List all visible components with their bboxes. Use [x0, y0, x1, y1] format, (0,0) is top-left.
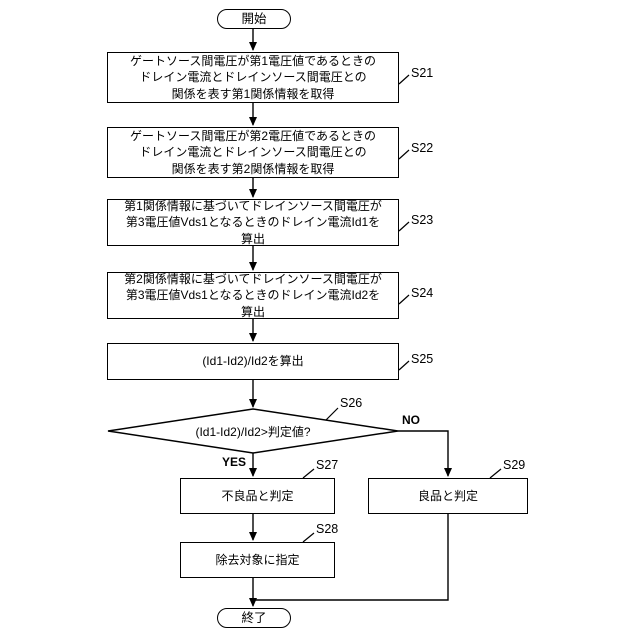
process-box-s24: 第2関係情報に基づいてドレインソース間電圧が 第3電圧値Vds1となるときのドレ…: [107, 272, 399, 319]
arrow-no-s26-to-s29: [398, 430, 452, 477]
end-terminal: 終了: [217, 608, 291, 628]
tick-s27: [302, 468, 315, 479]
step-label-s26: S26: [340, 396, 363, 410]
yes-branch-label: YES: [222, 455, 247, 469]
start-terminal: 開始: [217, 9, 291, 29]
step-label-s28: S28: [316, 522, 339, 536]
step-label-s25: S25: [411, 352, 434, 366]
step-label-s21: S21: [411, 66, 434, 80]
no-branch-label: NO: [402, 413, 420, 427]
tick-s24: [398, 294, 410, 305]
step-label-s27: S27: [316, 458, 339, 472]
tick-s25: [398, 360, 410, 371]
tick-s21: [398, 74, 410, 85]
process-box-s27: 不良品と判定: [180, 478, 335, 514]
decision-text-s26: (Id1-Id2)/Id2>判定値?: [195, 424, 311, 439]
process-box-s22: ゲートソース間電圧が第2電圧値であるときの ドレイン電流とドレインソース間電圧と…: [107, 127, 399, 178]
process-box-s29: 良品と判定: [368, 478, 528, 514]
tick-s29: [489, 468, 502, 479]
step-label-s22: S22: [411, 141, 434, 155]
line-s29-return: [253, 514, 449, 601]
tick-s23: [398, 221, 410, 232]
process-box-s25: (Id1-Id2)/Id2を算出: [107, 343, 399, 380]
tick-s22: [398, 149, 410, 160]
process-box-s23: 第1関係情報に基づいてドレインソース間電圧が 第3電圧値Vds1となるときのドレ…: [107, 199, 399, 246]
process-box-s28: 除去対象に指定: [180, 542, 335, 578]
tick-s28: [302, 532, 315, 543]
decision-diamond: [107, 408, 399, 454]
tick-s26: [325, 407, 339, 421]
step-label-s24: S24: [411, 286, 434, 300]
step-label-s23: S23: [411, 213, 434, 227]
process-box-s21: ゲートソース間電圧が第1電圧値であるときの ドレイン電流とドレインソース間電圧と…: [107, 52, 399, 103]
step-label-s29: S29: [503, 458, 526, 472]
